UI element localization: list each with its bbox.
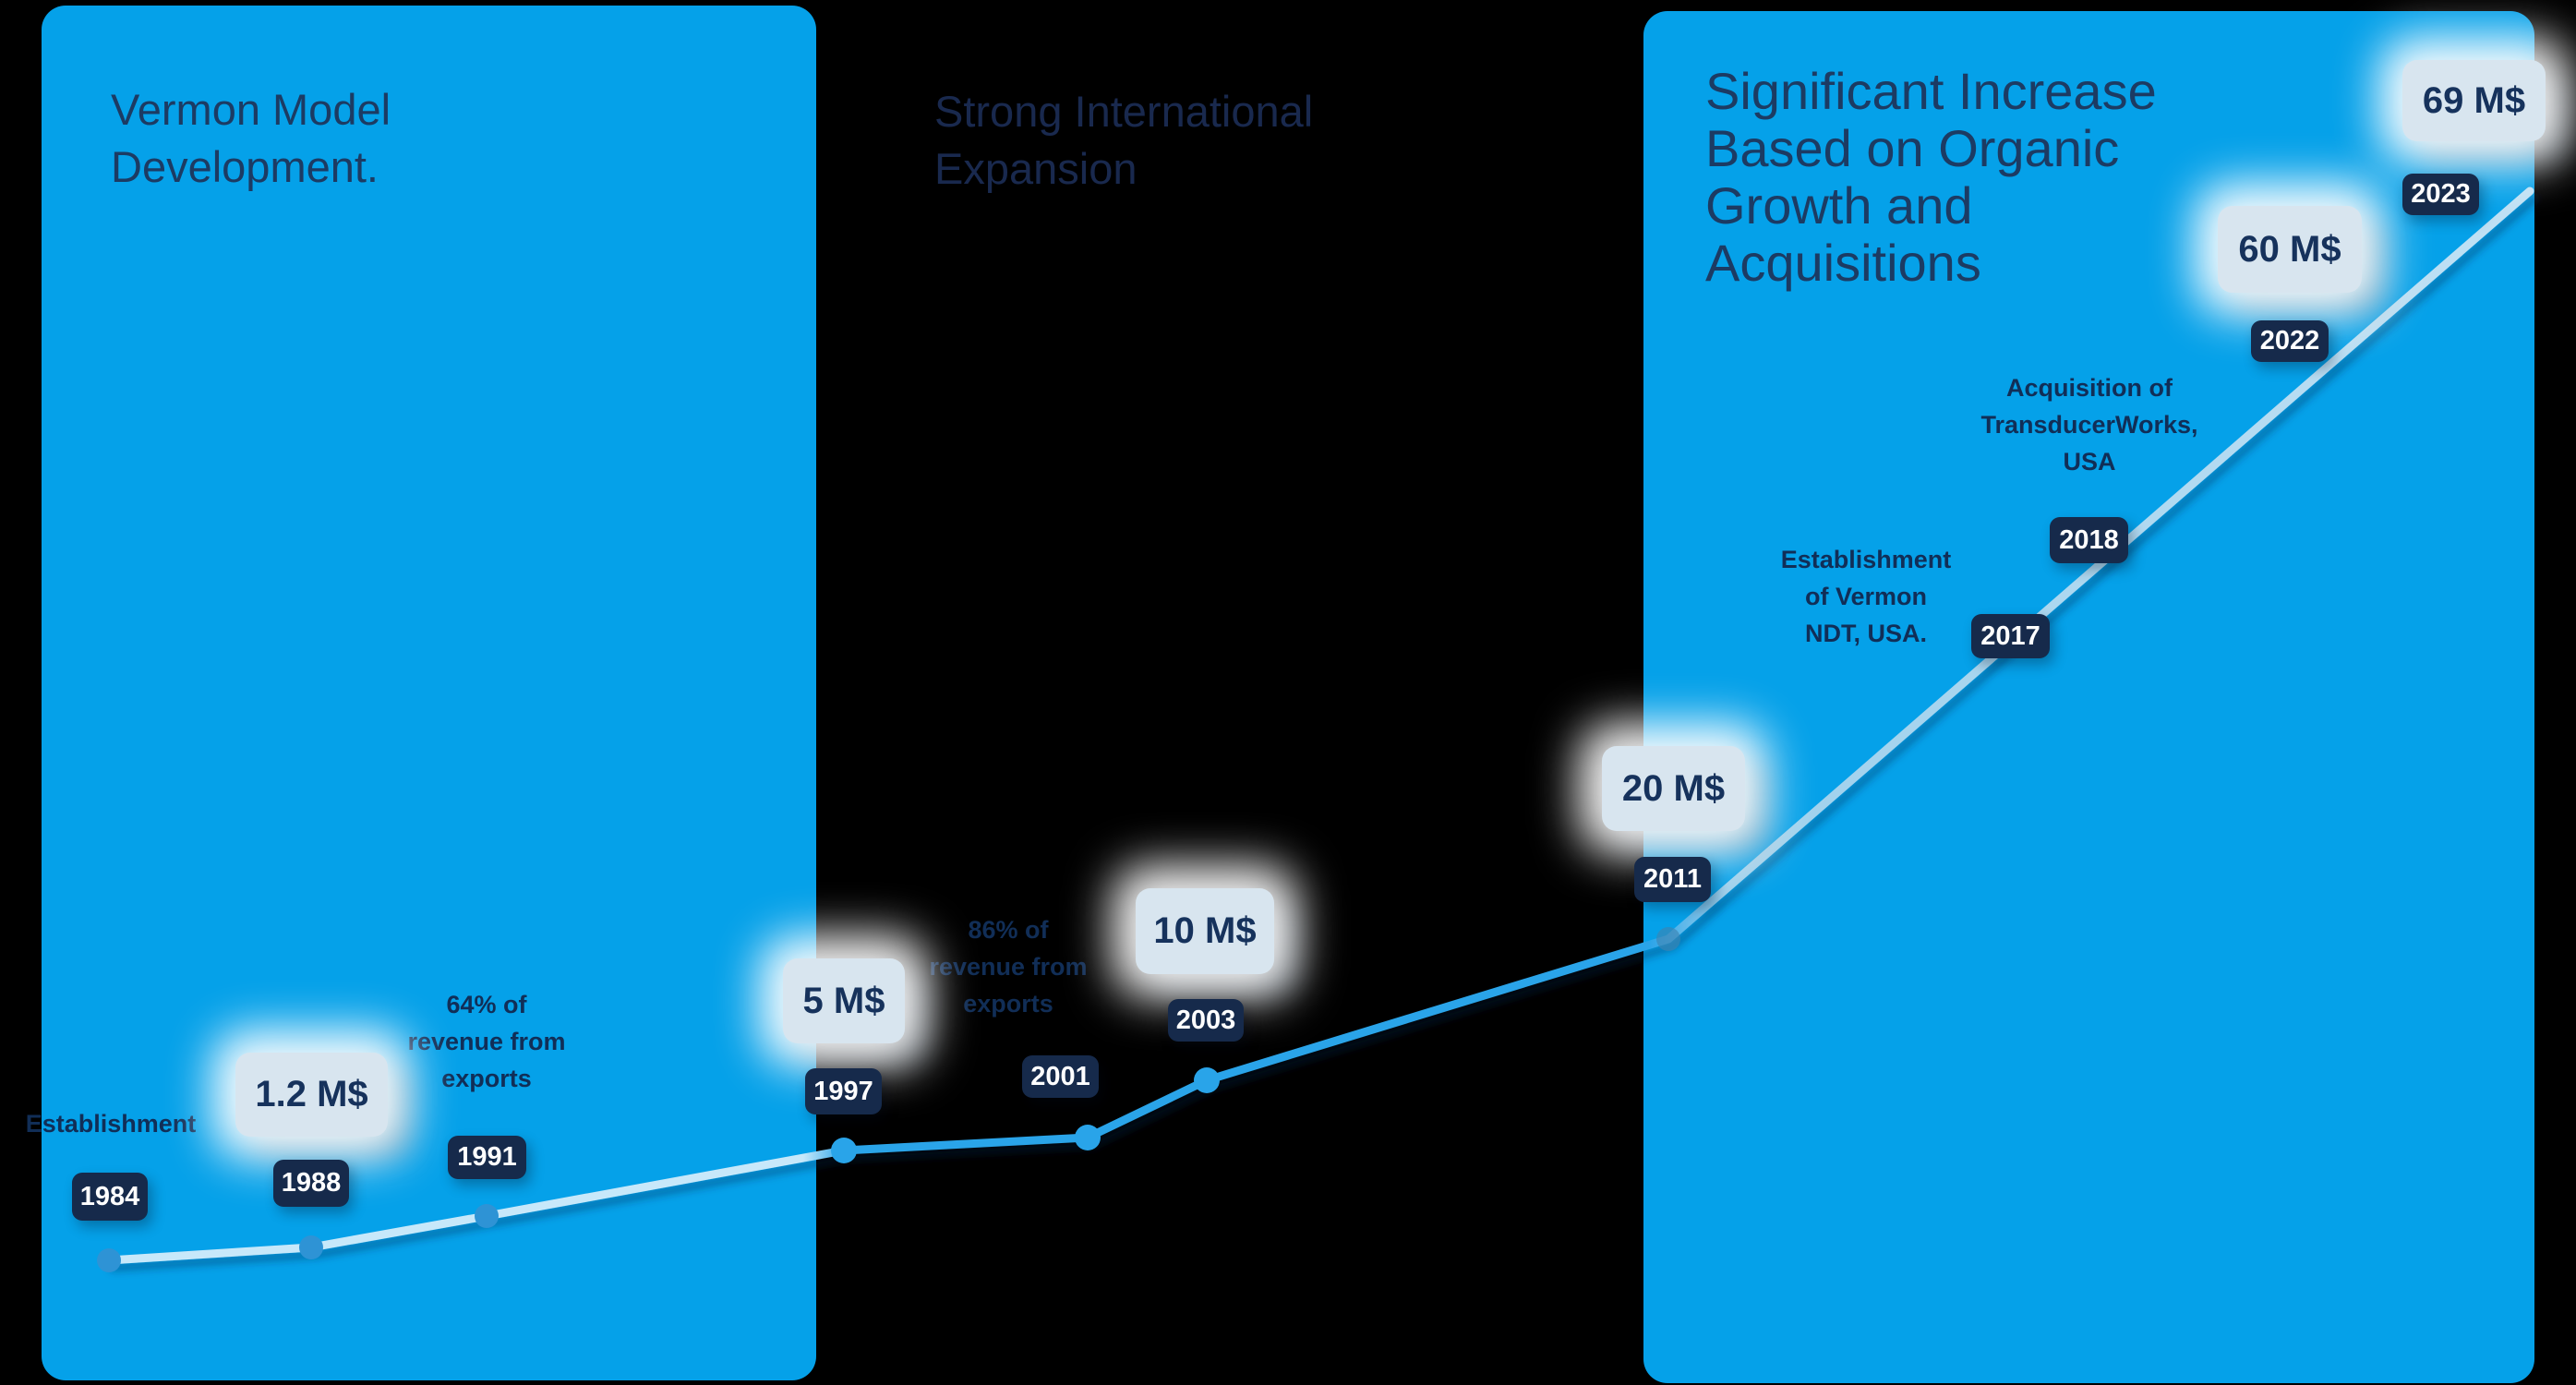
note-2018-line3: USA [2063,448,2116,476]
era-title-right-line3: Growth and [1705,176,1973,235]
year-badge-2001: 2001 [1022,1055,1099,1098]
revenue-card-1988: 1.2 M$ [235,1053,388,1137]
era-title-left-line2: Development. [111,142,379,191]
year-badge-2017: 2017 [1971,614,2050,658]
milestone-note-2017: Establishment of Vermon NDT, USA. [1737,541,1995,652]
data-point-1988 [299,1235,323,1259]
era-title-right-line4: Acquisitions [1705,234,1981,292]
era-panel-left [42,6,816,1380]
milestone-note-1991: 64% of revenue from exports [357,986,616,1097]
note-2017-line1: Establishment [1780,546,1952,573]
milestone-note-1984: Establishment [0,1105,240,1142]
era-panel-right [1643,11,2534,1383]
data-point-1991 [475,1204,499,1228]
year-badge-2011: 2011 [1634,857,1711,902]
year-badge-1991: 1991 [448,1136,526,1179]
era-title-left-line1: Vermon Model [111,85,391,134]
note-2018-line2: TransducerWorks, [1980,411,2198,439]
milestone-note-2018: Acquisition of TransducerWorks, USA [1960,369,2219,480]
note-1984-line1: Establishment [25,1110,197,1138]
revenue-card-2003: 10 M$ [1136,888,1274,974]
milestone-note-2001: 86% of revenue from exports [879,911,1138,1022]
note-2017-line3: NDT, USA. [1804,620,1927,647]
era-title-middle-line1: Strong International [934,87,1314,136]
data-point-2003 [1194,1067,1220,1093]
year-badge-2018: 2018 [2050,517,2128,563]
era-title-left: Vermon Model Development. [111,81,391,196]
data-point-1997 [831,1138,857,1163]
note-1991-line3: exports [441,1065,532,1092]
year-badge-1984: 1984 [72,1173,148,1221]
year-badge-1997: 1997 [805,1068,882,1114]
revenue-card-2023: 69 M$ [2402,60,2546,141]
revenue-growth-line [104,187,2534,1265]
era-title-middle: Strong International Expansion [934,83,1313,198]
note-2001-line2: revenue from [929,953,1088,981]
revenue-card-2022: 60 M$ [2218,206,2362,293]
year-badge-1988: 1988 [273,1160,349,1207]
era-title-right: Significant Increase Based on Organic Gr… [1705,63,2157,292]
data-point-2011 [1656,927,1680,951]
note-2001-line3: exports [963,990,1053,1018]
note-2017-line2: of Vermon [1804,583,1928,610]
note-1991-line1: 64% of [446,991,527,1018]
year-badge-2003: 2003 [1168,999,1244,1042]
note-1991-line2: revenue from [407,1028,566,1055]
data-point-1984 [97,1248,121,1272]
year-badge-2022: 2022 [2251,320,2329,362]
era-title-middle-line2: Expansion [934,144,1138,193]
revenue-card-2011: 20 M$ [1602,746,1745,831]
era-title-right-line2: Based on Organic [1705,119,2120,177]
era-title-right-line1: Significant Increase [1705,62,2157,120]
year-badge-2023: 2023 [2402,174,2479,215]
note-2018-line1: Acquisition of [2006,374,2173,402]
revenue-card-1997: 5 M$ [783,958,905,1043]
note-2001-line1: 86% of [968,916,1049,944]
data-point-2001 [1075,1125,1101,1150]
